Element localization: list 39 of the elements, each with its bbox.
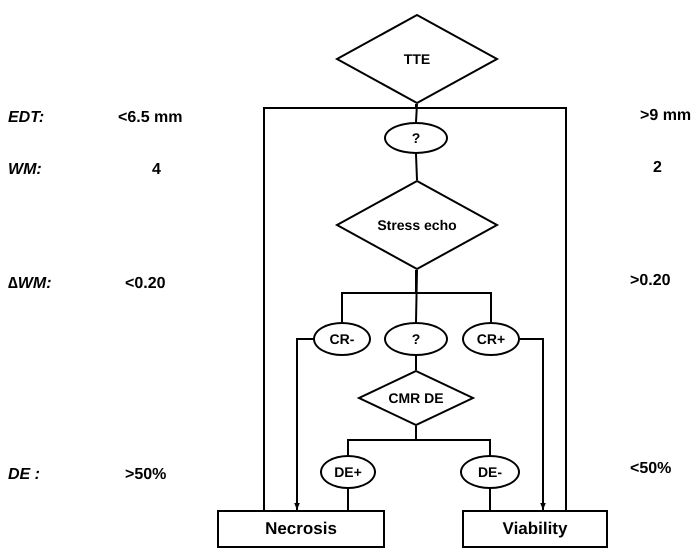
- threshold-value: <6.5 mm: [118, 109, 182, 127]
- parameter-name: ∆WM:: [8, 275, 52, 293]
- arrow: [294, 338, 313, 510]
- parameter-name: WM:: [8, 161, 42, 179]
- node-label: ?: [412, 331, 420, 347]
- node-label: Necrosis: [265, 519, 337, 539]
- threshold-value: 2: [653, 159, 662, 177]
- node-label: Viability: [502, 519, 568, 539]
- decision-diamond: [336, 14, 498, 104]
- connector-line: [415, 426, 491, 455]
- arrow: [520, 338, 546, 510]
- parameter-name: DE :: [8, 466, 40, 484]
- connector-line: [347, 489, 349, 510]
- connector-line: [415, 154, 418, 180]
- parameter-name: EDT:: [8, 109, 44, 127]
- threshold-value: 4: [152, 161, 161, 179]
- decision-diamond: [336, 180, 498, 270]
- oval-node: [320, 455, 376, 489]
- connector-line: [415, 270, 492, 322]
- connector-line: [415, 104, 418, 122]
- node-label: DE-: [478, 464, 502, 480]
- node-label: CMR DE: [388, 390, 444, 406]
- threshold-value: >9 mm: [640, 107, 692, 125]
- threshold-value: <50%: [630, 460, 672, 478]
- decision-diamond: [358, 370, 474, 426]
- node-label: Stress echo: [377, 217, 457, 233]
- node-label: CR-: [330, 331, 354, 347]
- threshold-value: >0.20: [630, 272, 670, 290]
- node-label: ?: [412, 130, 420, 146]
- node-label: CR+: [476, 331, 506, 347]
- node-label: DE+: [334, 464, 362, 480]
- node-label: TTE: [404, 51, 430, 67]
- process-box: [462, 510, 608, 548]
- process-box: [217, 510, 385, 548]
- connector-line: [415, 356, 417, 370]
- connector-line: [489, 489, 491, 510]
- threshold-value: <0.20: [125, 275, 166, 293]
- threshold-value: >50%: [125, 466, 166, 484]
- connector-line: [415, 270, 418, 322]
